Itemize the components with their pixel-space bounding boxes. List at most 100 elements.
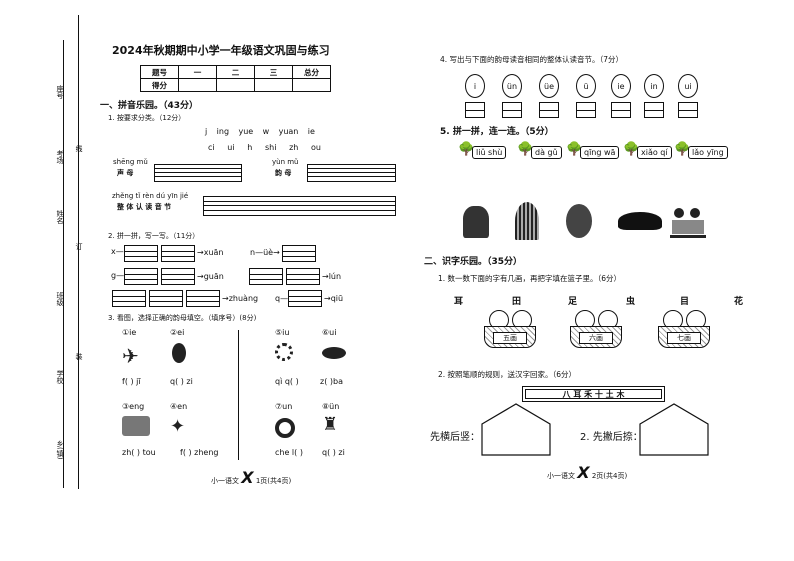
q4-final-oval: üe: [539, 74, 559, 98]
q3-option: ④en: [170, 402, 188, 411]
q2-answer-box[interactable]: [186, 290, 220, 307]
pinyin-item: j: [205, 127, 208, 136]
score-row-label: 得分: [140, 78, 179, 92]
q3-blank[interactable]: che l( ): [275, 448, 303, 457]
drum-picture[interactable]: [463, 206, 489, 238]
tree-icon: 🌳: [566, 142, 583, 157]
q4-final-oval: ui: [678, 74, 698, 98]
q2-answer-box[interactable]: [124, 268, 158, 285]
q4-answer-box[interactable]: [465, 102, 485, 118]
basket-six[interactable]: 六画: [570, 310, 622, 348]
pinyin-item: ui: [227, 143, 235, 152]
q2-answer-box[interactable]: [161, 245, 195, 262]
q6-char: 花: [734, 297, 744, 307]
shengmu-write-box[interactable]: [154, 164, 242, 182]
q2-answer-box[interactable]: [112, 290, 146, 307]
margin-label-school: 学校: [56, 370, 64, 384]
q3-option: ①ie: [122, 328, 137, 337]
q3-option: ②ei: [170, 328, 185, 337]
balloon-picture: [275, 343, 293, 361]
footer-label: 小一语文: [547, 472, 575, 480]
pinyin-item: h: [247, 143, 253, 152]
score-cell[interactable]: [216, 78, 255, 92]
margin-label-town: 乡(镇): [56, 440, 64, 460]
q6-char: 足: [568, 297, 578, 307]
q2-item-qiu: →qiū: [324, 294, 344, 303]
yunmu-write-box[interactable]: [307, 164, 396, 182]
q2-item-g: g—: [111, 271, 125, 280]
eagle-picture[interactable]: [618, 212, 662, 230]
zhengti-write-box[interactable]: [203, 196, 396, 216]
q2-answer-box[interactable]: [249, 268, 283, 285]
shengmu-label: 声 母: [117, 169, 134, 177]
q5-title: 5. 拼一拼，连一连。（5分）: [440, 127, 554, 137]
q7-char-frame: 八 耳 禾 十 土 木: [522, 386, 665, 402]
q2-answer-box[interactable]: [286, 268, 320, 285]
house1-icon[interactable]: [480, 402, 552, 457]
pinyin-item: ie: [307, 127, 315, 136]
q3-blank[interactable]: q( ) zi: [322, 448, 345, 457]
q2-answer-box[interactable]: [282, 245, 316, 262]
q5-pinyin-card[interactable]: dà gǔ: [531, 146, 562, 159]
q6-char: 田: [512, 297, 522, 307]
q6-char: 耳: [454, 297, 464, 307]
pinyin-item: ing: [216, 127, 230, 136]
score-cell[interactable]: [292, 78, 331, 92]
basket-five[interactable]: 五画: [484, 310, 536, 348]
seam-text-1: 线: [75, 145, 83, 152]
pillow-picture: [122, 416, 150, 436]
q2-item-lun: →lún: [322, 272, 342, 281]
wheel-picture: [275, 418, 295, 438]
tree-icon: 🌳: [458, 142, 475, 157]
tree-icon: 🌳: [517, 142, 534, 157]
score-header-cell: 总分: [292, 65, 331, 79]
eggplant-picture: [172, 343, 186, 363]
q2-answer-box[interactable]: [149, 290, 183, 307]
q4-answer-box[interactable]: [502, 102, 522, 118]
q3-blank[interactable]: q( ) zi: [170, 377, 193, 386]
q4-answer-box[interactable]: [678, 102, 698, 118]
q2-answer-box[interactable]: [161, 268, 195, 285]
right-footer: 小一语文 X 2页(共4页): [547, 463, 627, 482]
q5-pinyin-card[interactable]: lǎo yīng: [688, 146, 728, 159]
frog-picture[interactable]: [566, 204, 592, 238]
score-cell[interactable]: [254, 78, 293, 92]
q2-item-guan: →guān: [197, 272, 224, 281]
q3-blank[interactable]: zh( ) tou: [122, 448, 156, 457]
q4-final-oval: i: [465, 74, 485, 98]
footer-label: 小一语文: [211, 477, 239, 485]
logo-x-icon: X: [577, 463, 590, 482]
basket-seven[interactable]: 七画: [658, 310, 710, 348]
zhengti-label: 整 体 认 读 音 节: [117, 203, 172, 211]
score-cell[interactable]: [178, 78, 217, 92]
q2-answer-box[interactable]: [124, 245, 158, 262]
q5-pinyin-card[interactable]: liǔ shù: [472, 146, 507, 159]
margin-label-name: 姓名: [56, 210, 64, 224]
q2-answer-box[interactable]: [288, 290, 322, 307]
chess-picture[interactable]: [670, 204, 706, 238]
airplane-picture: ✈: [122, 344, 139, 368]
house2-label: 2. 先撇后捺：: [580, 432, 643, 443]
q3-blank[interactable]: qì q( ): [275, 377, 299, 386]
q4-answer-box[interactable]: [539, 102, 559, 118]
willow-picture[interactable]: [515, 202, 539, 240]
q3-blank[interactable]: f( ) zheng: [180, 448, 219, 457]
q4-final-oval: ün: [502, 74, 522, 98]
q3-blank[interactable]: z( )ba: [320, 377, 343, 386]
q4-answer-box[interactable]: [611, 102, 631, 118]
q6-title: 1. 数一数下面的字有几画，再把字填在篮子里。（6分）: [438, 274, 622, 283]
seal-line-inner: [78, 15, 79, 489]
q5-pinyin-card[interactable]: xiǎo qí: [637, 146, 672, 159]
q4-final-oval: in: [644, 74, 664, 98]
q4-answer-box[interactable]: [644, 102, 664, 118]
q3-blank[interactable]: f( ) jī: [122, 377, 141, 386]
q3-option: ⑤iu: [275, 328, 290, 337]
q5-pinyin-card[interactable]: qīng wā: [580, 146, 620, 159]
house2-icon[interactable]: [638, 402, 710, 457]
q4-answer-box[interactable]: [576, 102, 596, 118]
q3-option: ⑧ün: [322, 402, 340, 411]
margin-label-seat: 座号: [56, 85, 64, 99]
pinyin-item: zh: [289, 143, 299, 152]
skirt-picture: ♜: [322, 414, 339, 435]
q4-final-oval: ü: [576, 74, 596, 98]
